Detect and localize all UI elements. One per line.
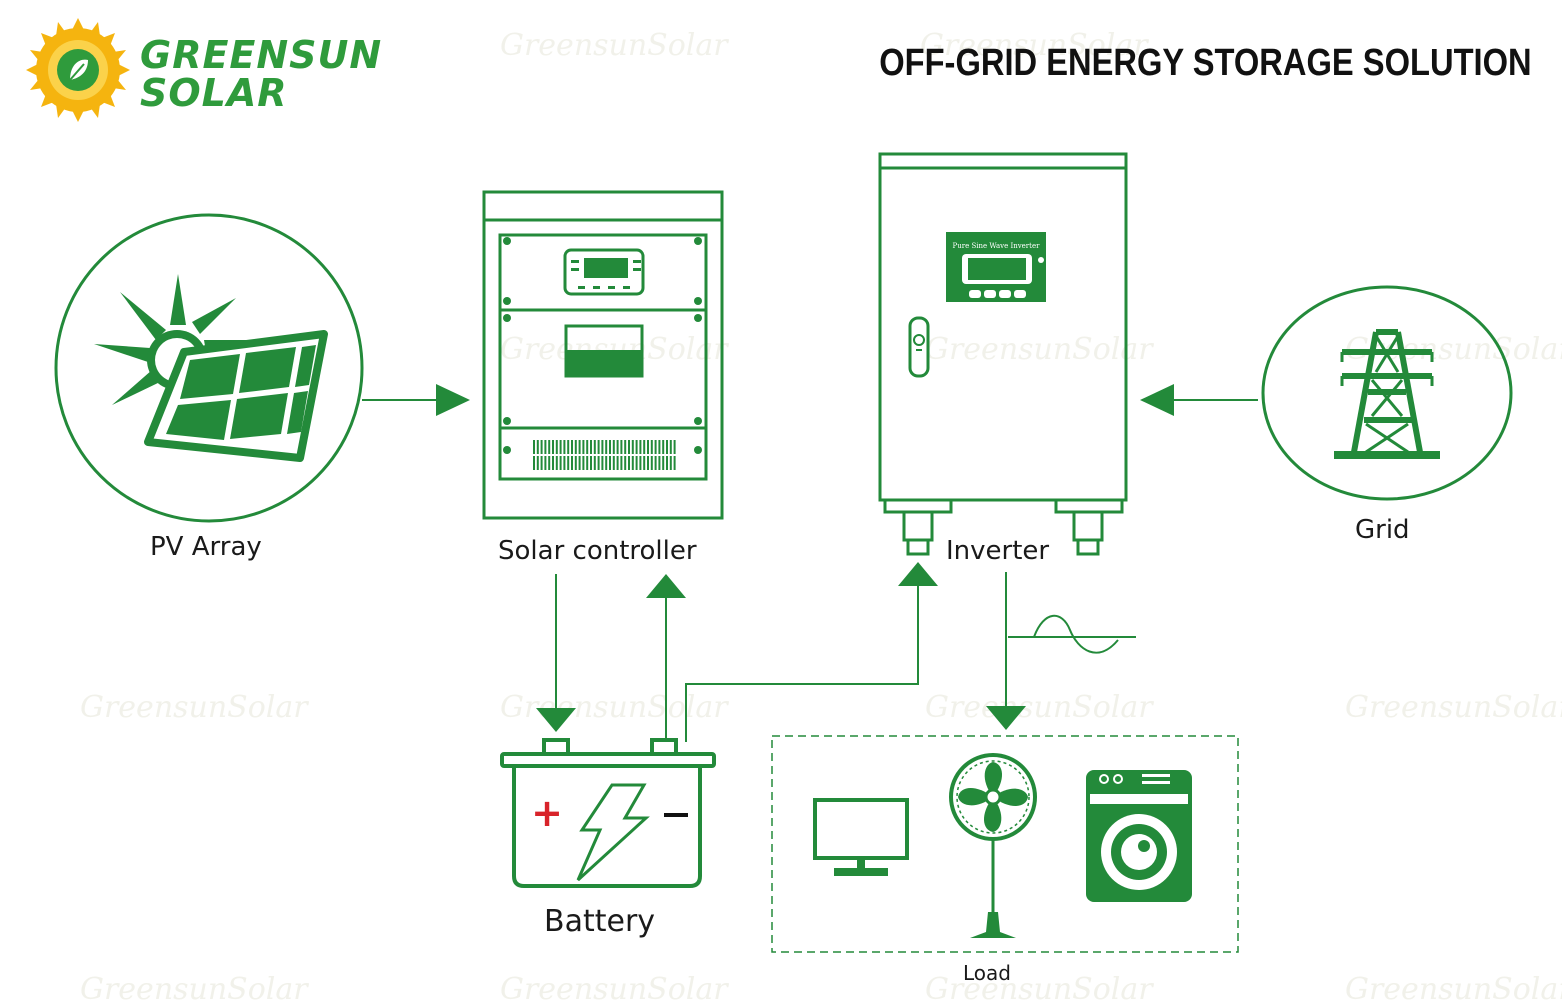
page-title: OFF-GRID ENERGY STORAGE SOLUTION: [879, 42, 1532, 84]
grid-node: [1261, 285, 1513, 501]
solar-panel-icon: [94, 274, 328, 462]
controller-vent: [533, 440, 676, 470]
grid-label: Grid: [1355, 515, 1410, 545]
logo-icon: [26, 18, 130, 122]
fan-icon: [949, 753, 1037, 938]
watermark: GreensunSolar: [925, 332, 1153, 367]
inverter-icon: [878, 152, 1128, 556]
arrow-battery-to-inverter: [898, 562, 938, 586]
solar-controller-label: Solar controller: [498, 536, 697, 566]
solar-controller-icon: [482, 190, 724, 520]
load-label: Load: [963, 961, 1011, 985]
watermark: GreensunSolar: [80, 690, 308, 725]
monitor-icon: [813, 798, 909, 876]
watermark: GreensunSolar: [925, 690, 1153, 725]
arrow-inverter-to-load: [986, 706, 1026, 730]
arrow-controller-to-battery: [536, 708, 576, 732]
brand-line1: GREENSUN: [140, 33, 383, 77]
inverter-label: Inverter: [946, 536, 1050, 566]
inverter-display: Pure Sine Wave Inverter: [946, 232, 1046, 302]
svg-text:Pure Sine Wave Inverter: Pure Sine Wave Inverter: [953, 242, 1041, 250]
washing-machine-icon: [1086, 770, 1192, 902]
watermark: GreensunSolar: [500, 690, 728, 725]
load-box: [771, 735, 1239, 953]
pv-array-label: PV Array: [150, 532, 262, 562]
battery-plus: +: [531, 791, 563, 835]
controller-details: [503, 237, 702, 454]
watermark: GreensunSolar: [500, 28, 728, 63]
arrow-grid-to-inverter: [1140, 384, 1174, 416]
brand-logo-text: GREENSUN SOLAR: [140, 36, 382, 112]
brand-line2: SOLAR: [140, 71, 288, 115]
battery-label: Battery: [544, 904, 656, 939]
arrow-battery-to-controller: [646, 574, 686, 598]
arrow-pv-to-controller: [436, 384, 470, 416]
pv-array-node: [54, 213, 364, 523]
watermark: GreensunSolar: [920, 28, 1148, 63]
ac-wave-icon: [1008, 614, 1136, 654]
watermark: GreensunSolar: [1345, 690, 1562, 725]
battery-icon: [500, 738, 716, 888]
